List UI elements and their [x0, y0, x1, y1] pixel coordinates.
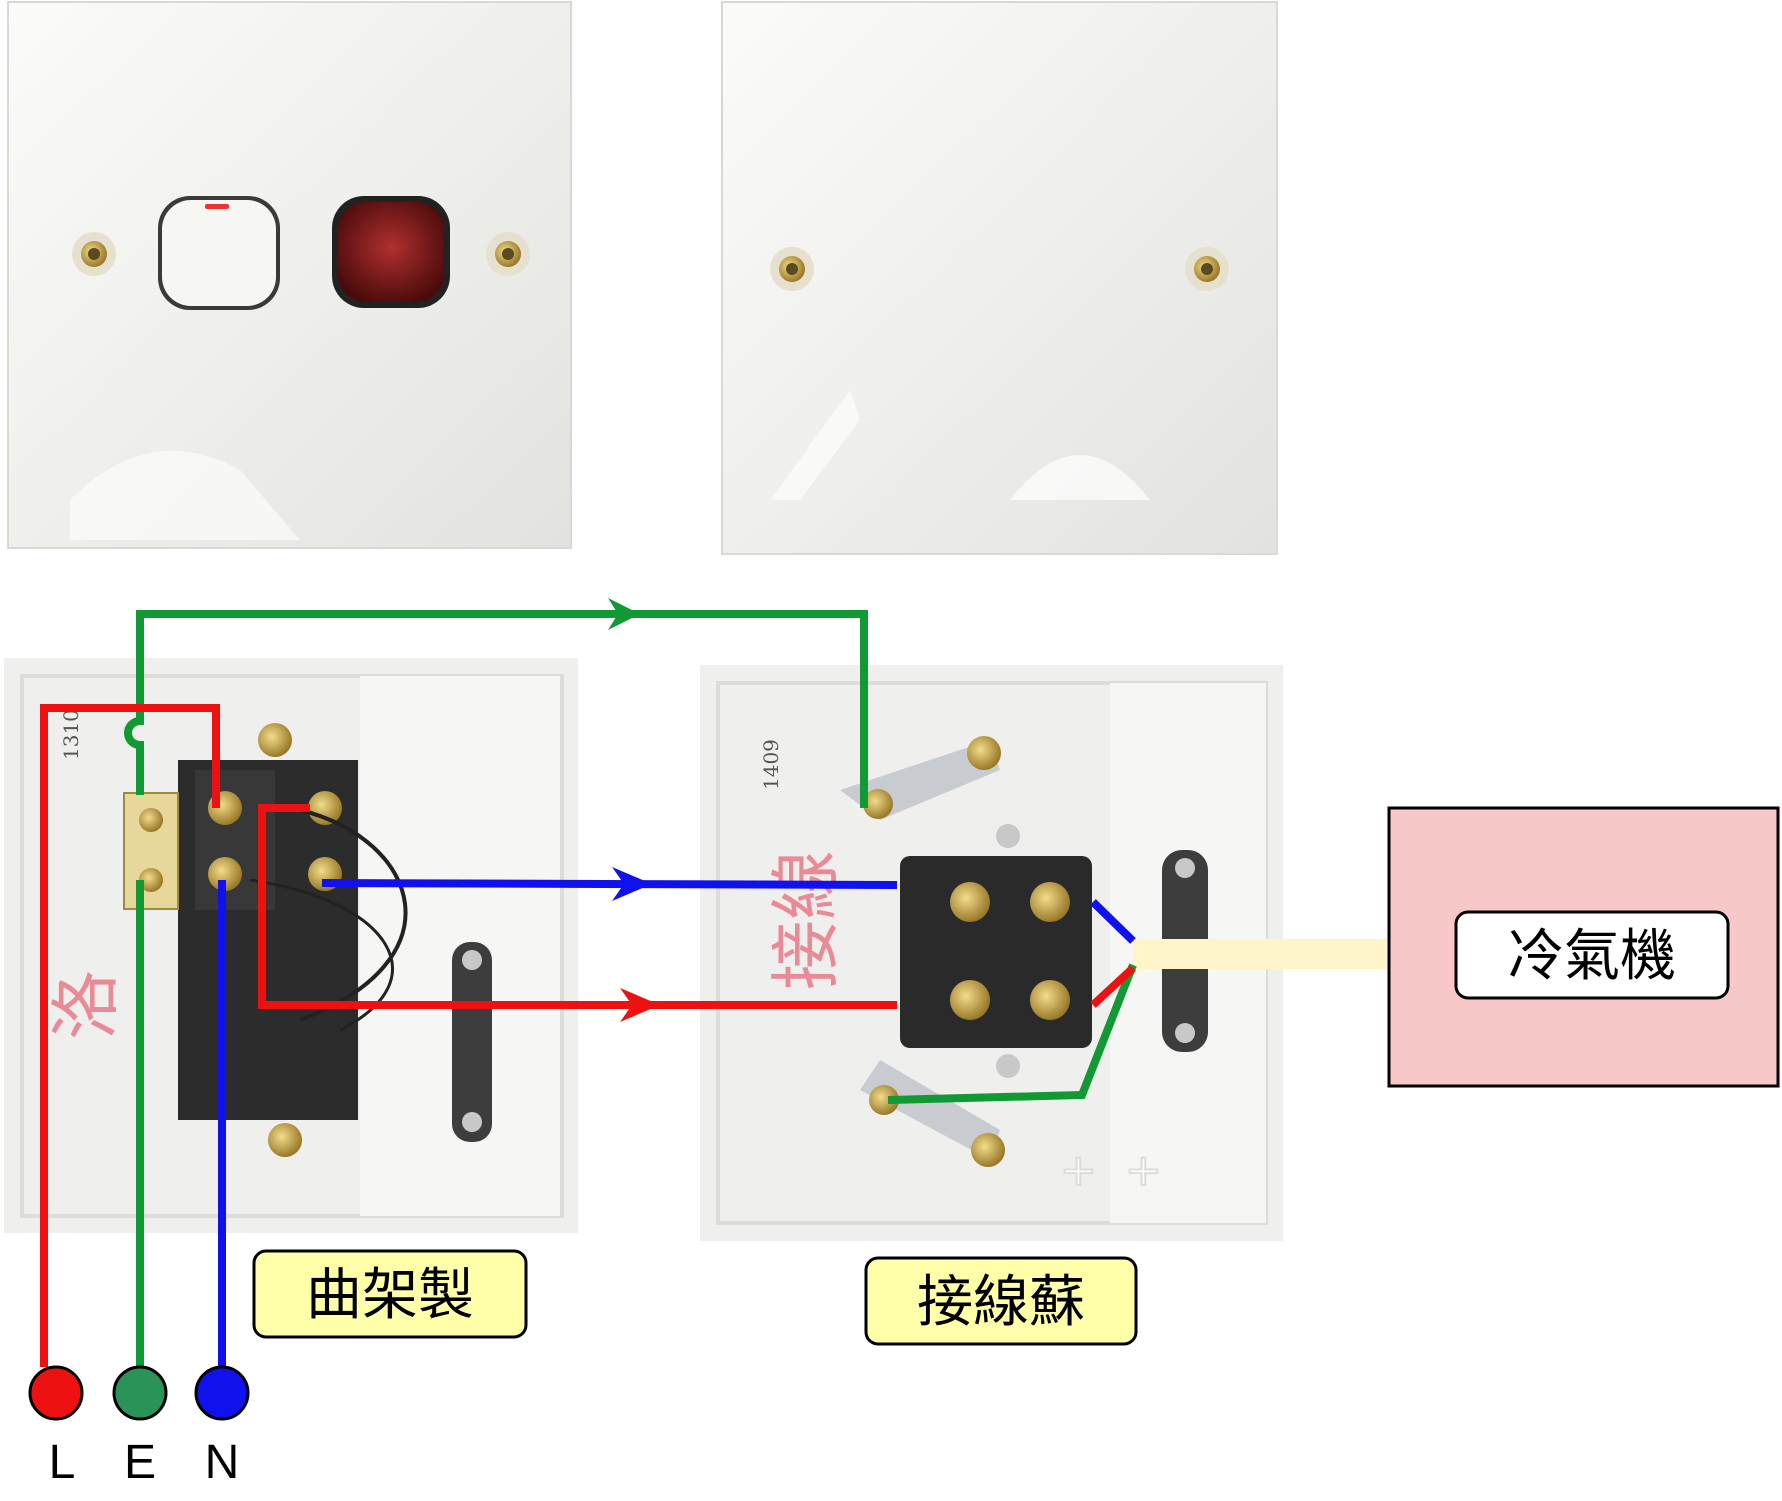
screw-hole-right: [1185, 247, 1229, 291]
handwritten-marking: 接線: [765, 850, 847, 990]
rocker-switch: [158, 196, 280, 310]
cable-clamp: [452, 942, 492, 1142]
switch-box-label-text: 曲架製: [306, 1263, 474, 1328]
live-wire: [40, 704, 1136, 1367]
terminal-earth: E: [112, 1365, 168, 1489]
screw-hole-left: [72, 232, 116, 276]
handwritten-code: 1310: [59, 709, 83, 760]
terminal-label-live: L: [49, 1436, 76, 1489]
outlet-mechanism: [900, 856, 1092, 1048]
appliance-label: 冷氣機: [1508, 924, 1676, 989]
neon-indicator-lamp: [332, 196, 450, 308]
appliance-box: 冷氣機: [1387, 806, 1780, 1088]
screw-hole-left: [770, 247, 814, 291]
screw-hole-right: [486, 232, 530, 276]
svg-text:+: +: [1125, 1145, 1162, 1196]
neutral-wire: [218, 867, 1136, 1367]
handwritten-code: 1409: [759, 739, 783, 790]
terminal-neutral: N: [194, 1365, 250, 1489]
outlet-front-plate: [721, 1, 1278, 555]
arrow-icon: [620, 988, 660, 1022]
svg-text:+: +: [1060, 1145, 1097, 1196]
earth-wire: [124, 598, 1137, 1367]
outlet-box-label-text: 接線蘇: [917, 1270, 1085, 1335]
arrow-icon: [612, 867, 652, 901]
arrow-icon: [608, 598, 640, 630]
switch-back-box: 1310 洛: [4, 658, 578, 1233]
terminal-label-neutral: N: [205, 1436, 240, 1489]
switch-front-plate: [7, 1, 572, 549]
handwritten-marking: 洛: [45, 970, 127, 1040]
terminal-label-earth: E: [124, 1436, 156, 1489]
switch-box-label: 曲架製: [252, 1249, 528, 1339]
terminal-live: L: [28, 1365, 84, 1489]
outlet-box-label: 接線蘇: [864, 1256, 1138, 1346]
